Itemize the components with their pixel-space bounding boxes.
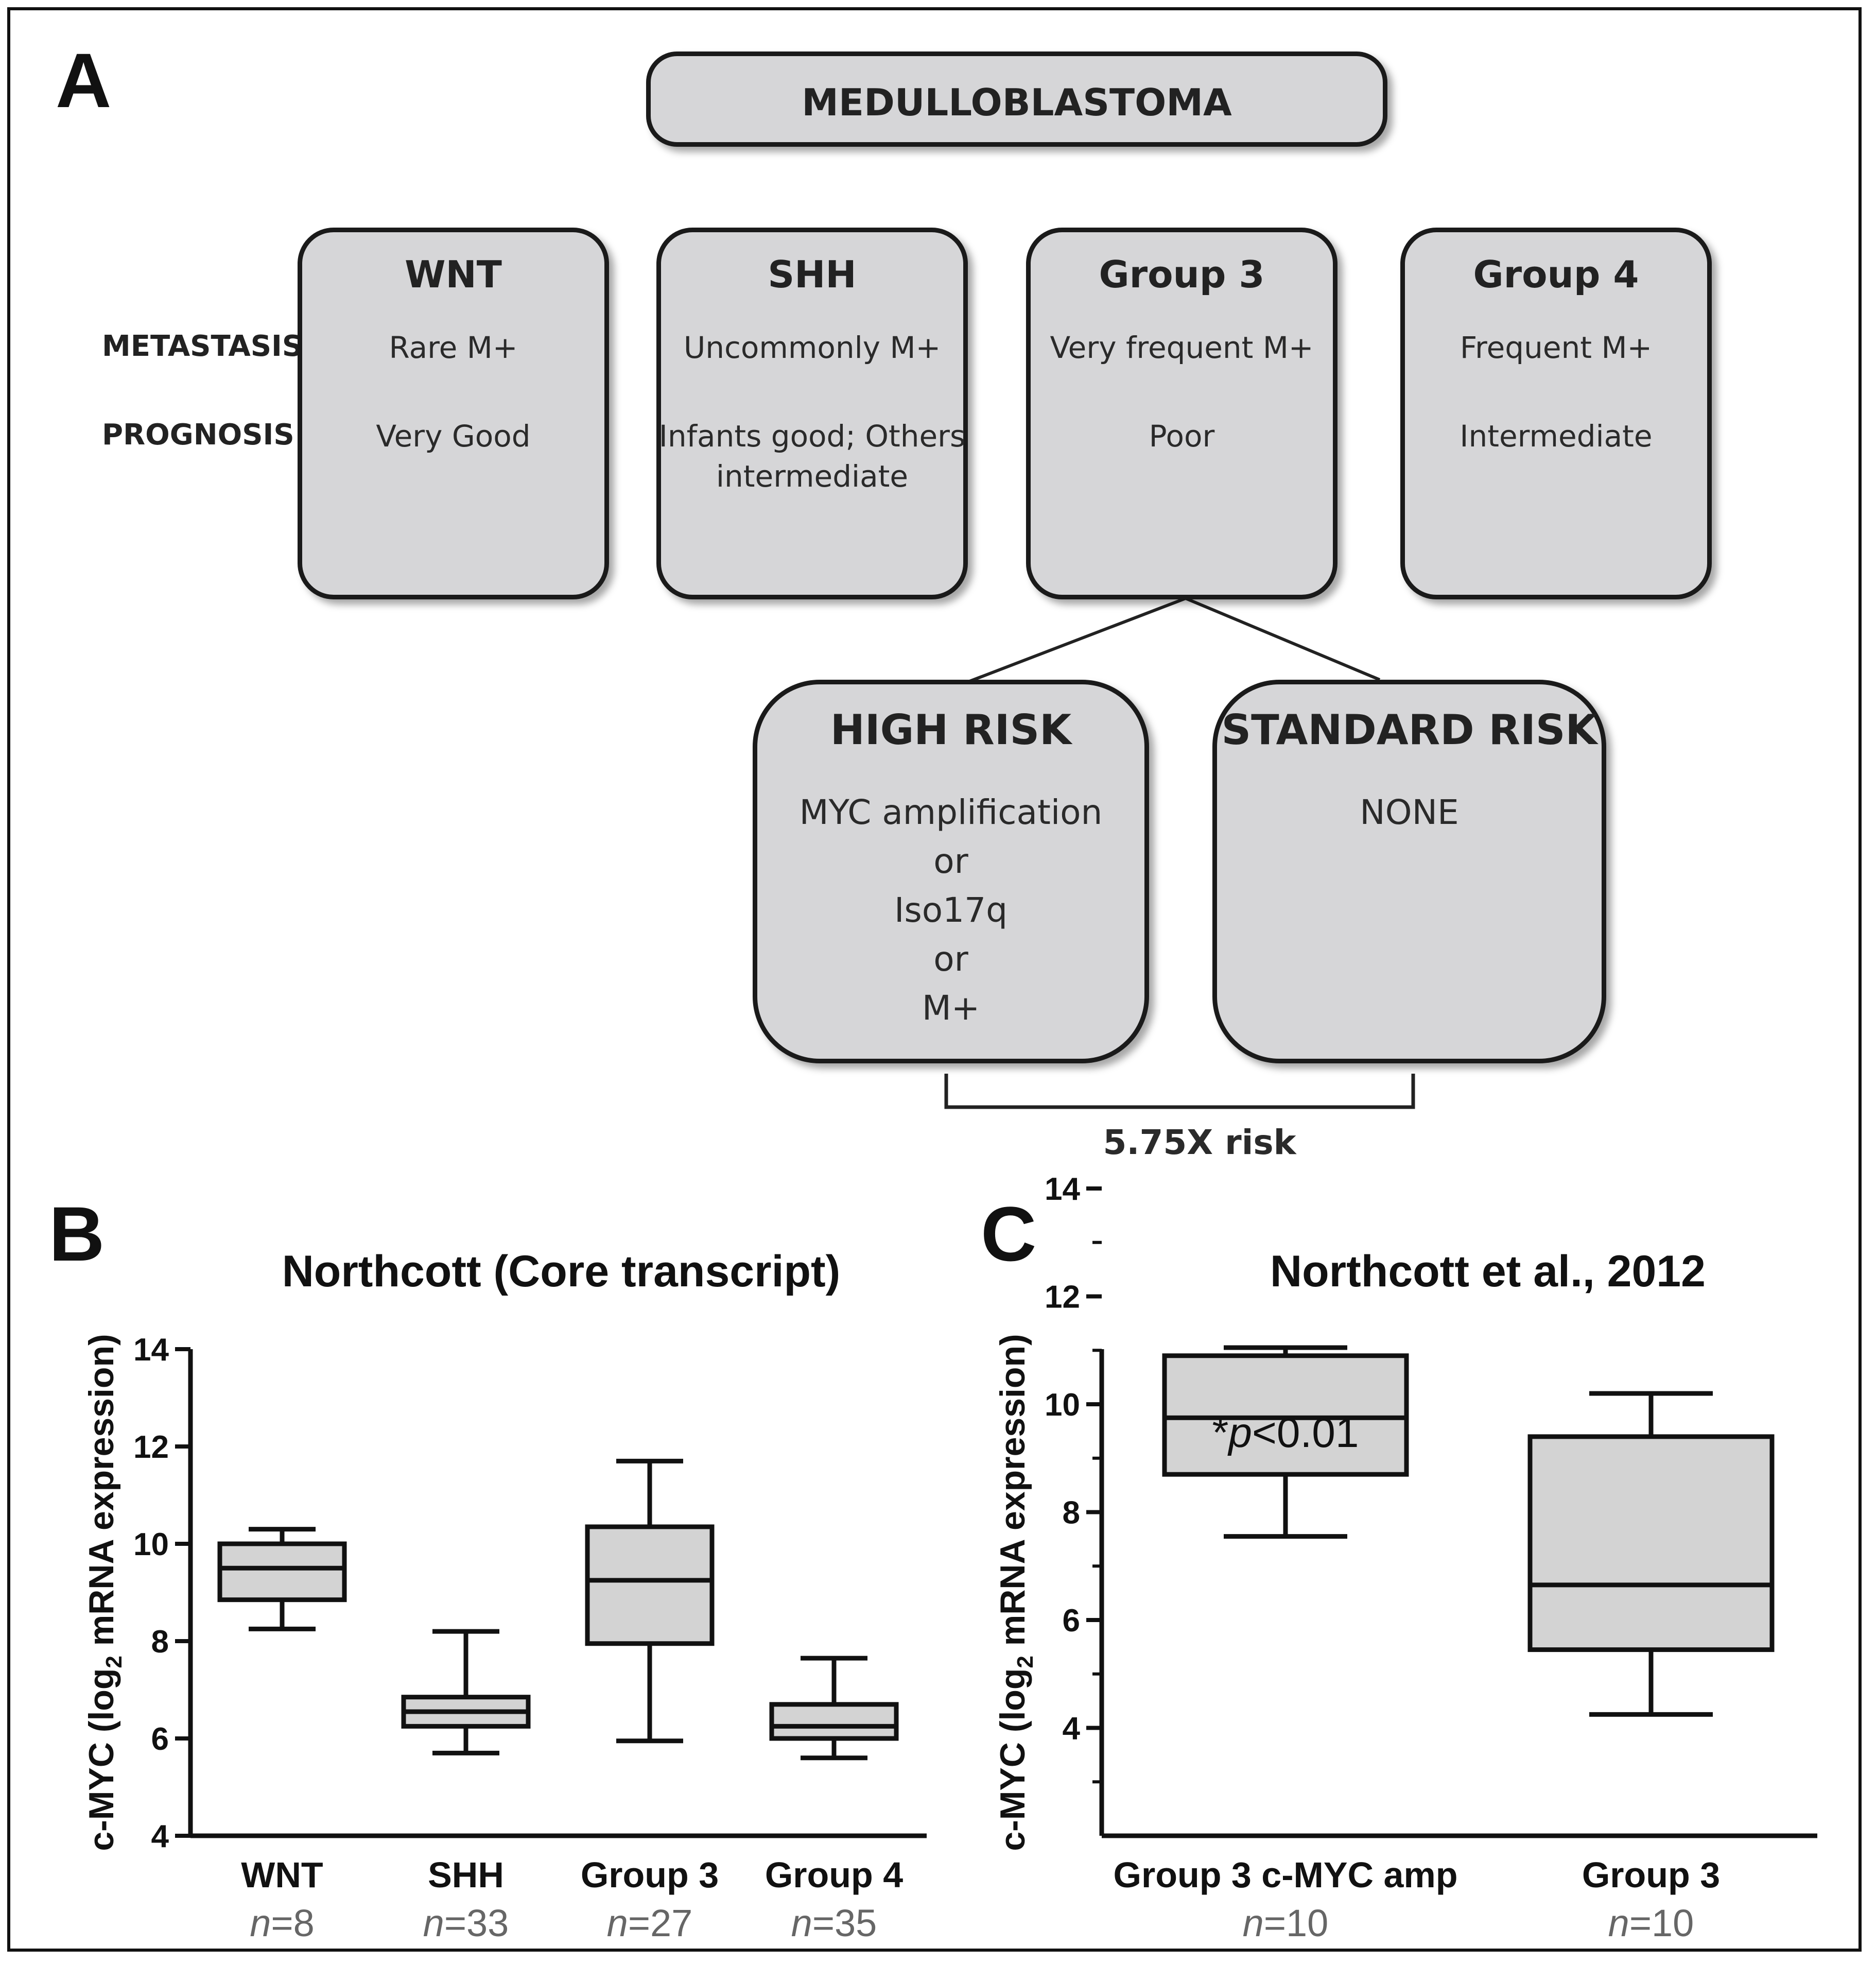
y-tick-label: 14: [1045, 1171, 1080, 1207]
high-risk-box: HIGH RISK MYC amplification or Iso17q or…: [753, 680, 1149, 1063]
high-risk-line: or: [933, 841, 968, 881]
root-title: MEDULLOBLASTOMA: [802, 81, 1232, 124]
sample-size-label: n=8: [250, 1902, 315, 1944]
box-iqr: [217, 1541, 347, 1603]
standard-risk-line: NONE: [1360, 793, 1459, 832]
panel-c-letter: C: [981, 1191, 1037, 1277]
x-category-label: WNT: [241, 1855, 323, 1895]
x-category-label: SHH: [428, 1855, 504, 1895]
chart-b-title: Northcott (Core transcript): [282, 1247, 841, 1296]
y-tick-label: 4: [1063, 1711, 1081, 1747]
high-risk-line: or: [933, 939, 968, 979]
root-box-medulloblastoma: MEDULLOBLASTOMA: [646, 51, 1387, 147]
sample-size-label: n=10: [1243, 1902, 1329, 1944]
y-tick-label: 8: [151, 1624, 169, 1660]
box-iqr: [1527, 1434, 1775, 1652]
subgroup-box-group4: Group 4 Frequent M+ Intermediate: [1400, 228, 1712, 599]
standard-risk-title: STANDARD RISK: [1221, 706, 1597, 754]
sample-size-label: n=10: [1608, 1902, 1694, 1944]
y-tick-label: 8: [1063, 1495, 1080, 1531]
subgroup-metastasis: Rare M+: [389, 330, 518, 365]
subgroup-prognosis-line1: Infants good; Others: [658, 419, 966, 454]
box-iqr: [585, 1524, 715, 1646]
y-axis-label: c-MYC (log2 mRNA expression): [82, 1334, 127, 1851]
panel-a-letter: A: [56, 37, 112, 124]
x-category-label: Group 3: [1582, 1855, 1720, 1895]
y-tick-label: 4: [151, 1819, 169, 1854]
sample-size-label: n=35: [791, 1902, 877, 1944]
y-tick-label: 6: [151, 1721, 169, 1757]
box-iqr: [1162, 1353, 1409, 1477]
subgroup-title: WNT: [405, 253, 502, 296]
subgroup-box-wnt: WNT Rare M+ Very Good: [298, 228, 609, 599]
y-tick-label: 12: [1045, 1280, 1080, 1315]
subgroup-box-group3: Group 3 Very frequent M+ Poor: [1026, 228, 1337, 599]
sample-size-label: n=33: [423, 1902, 509, 1944]
subgroup-prognosis-line1: Poor: [1149, 419, 1215, 454]
y-tick-label: 6: [1063, 1603, 1080, 1639]
high-risk-title: HIGH RISK: [830, 706, 1072, 754]
subgroup-metastasis: Uncommonly M+: [683, 330, 941, 365]
subgroup-metastasis: Very frequent M+: [1050, 330, 1314, 365]
significance-annotation: *p<0.01: [1212, 1409, 1359, 1456]
y-axis-label: c-MYC (log2 mRNA expression): [993, 1334, 1038, 1851]
x-category-label: Group 3 c-MYC amp: [1114, 1855, 1458, 1895]
y-tick-label: 10: [133, 1527, 169, 1562]
x-category-label: Group 4: [765, 1855, 903, 1895]
subgroup-box-shh: SHH Uncommonly M+ Infants good; Others i…: [656, 228, 968, 599]
subgroup-prognosis-line1: Very Good: [376, 419, 531, 454]
subgroup-prognosis-line1: Intermediate: [1460, 419, 1653, 454]
subgroup-title: SHH: [768, 253, 857, 296]
chart-c-title: Northcott et al., 2012: [1270, 1247, 1706, 1296]
sample-size-label: n=27: [607, 1902, 693, 1944]
risk-ratio-label: 5.75X risk: [1103, 1123, 1296, 1162]
subgroup-metastasis: Frequent M+: [1460, 330, 1653, 365]
x-category-label: Group 3: [581, 1855, 719, 1895]
subgroup-prognosis-line2: intermediate: [716, 459, 909, 494]
y-tick-label: 10: [1045, 1387, 1080, 1423]
high-risk-line: Iso17q: [894, 890, 1008, 930]
high-risk-line: MYC amplification: [799, 793, 1103, 832]
subgroup-title: Group 4: [1473, 253, 1639, 296]
high-risk-line: M+: [922, 988, 980, 1028]
subgroup-title: Group 3: [1099, 253, 1265, 296]
row-label-prognosis: PROGNOSIS: [102, 418, 294, 452]
panel-b-letter: B: [49, 1191, 105, 1277]
row-label-metastasis: METASTASIS: [102, 330, 303, 363]
box-iqr: [769, 1702, 899, 1741]
standard-risk-box: STANDARD RISK NONE: [1212, 680, 1606, 1063]
y-tick-label: 14: [133, 1332, 169, 1368]
y-tick-label: 12: [133, 1429, 169, 1465]
